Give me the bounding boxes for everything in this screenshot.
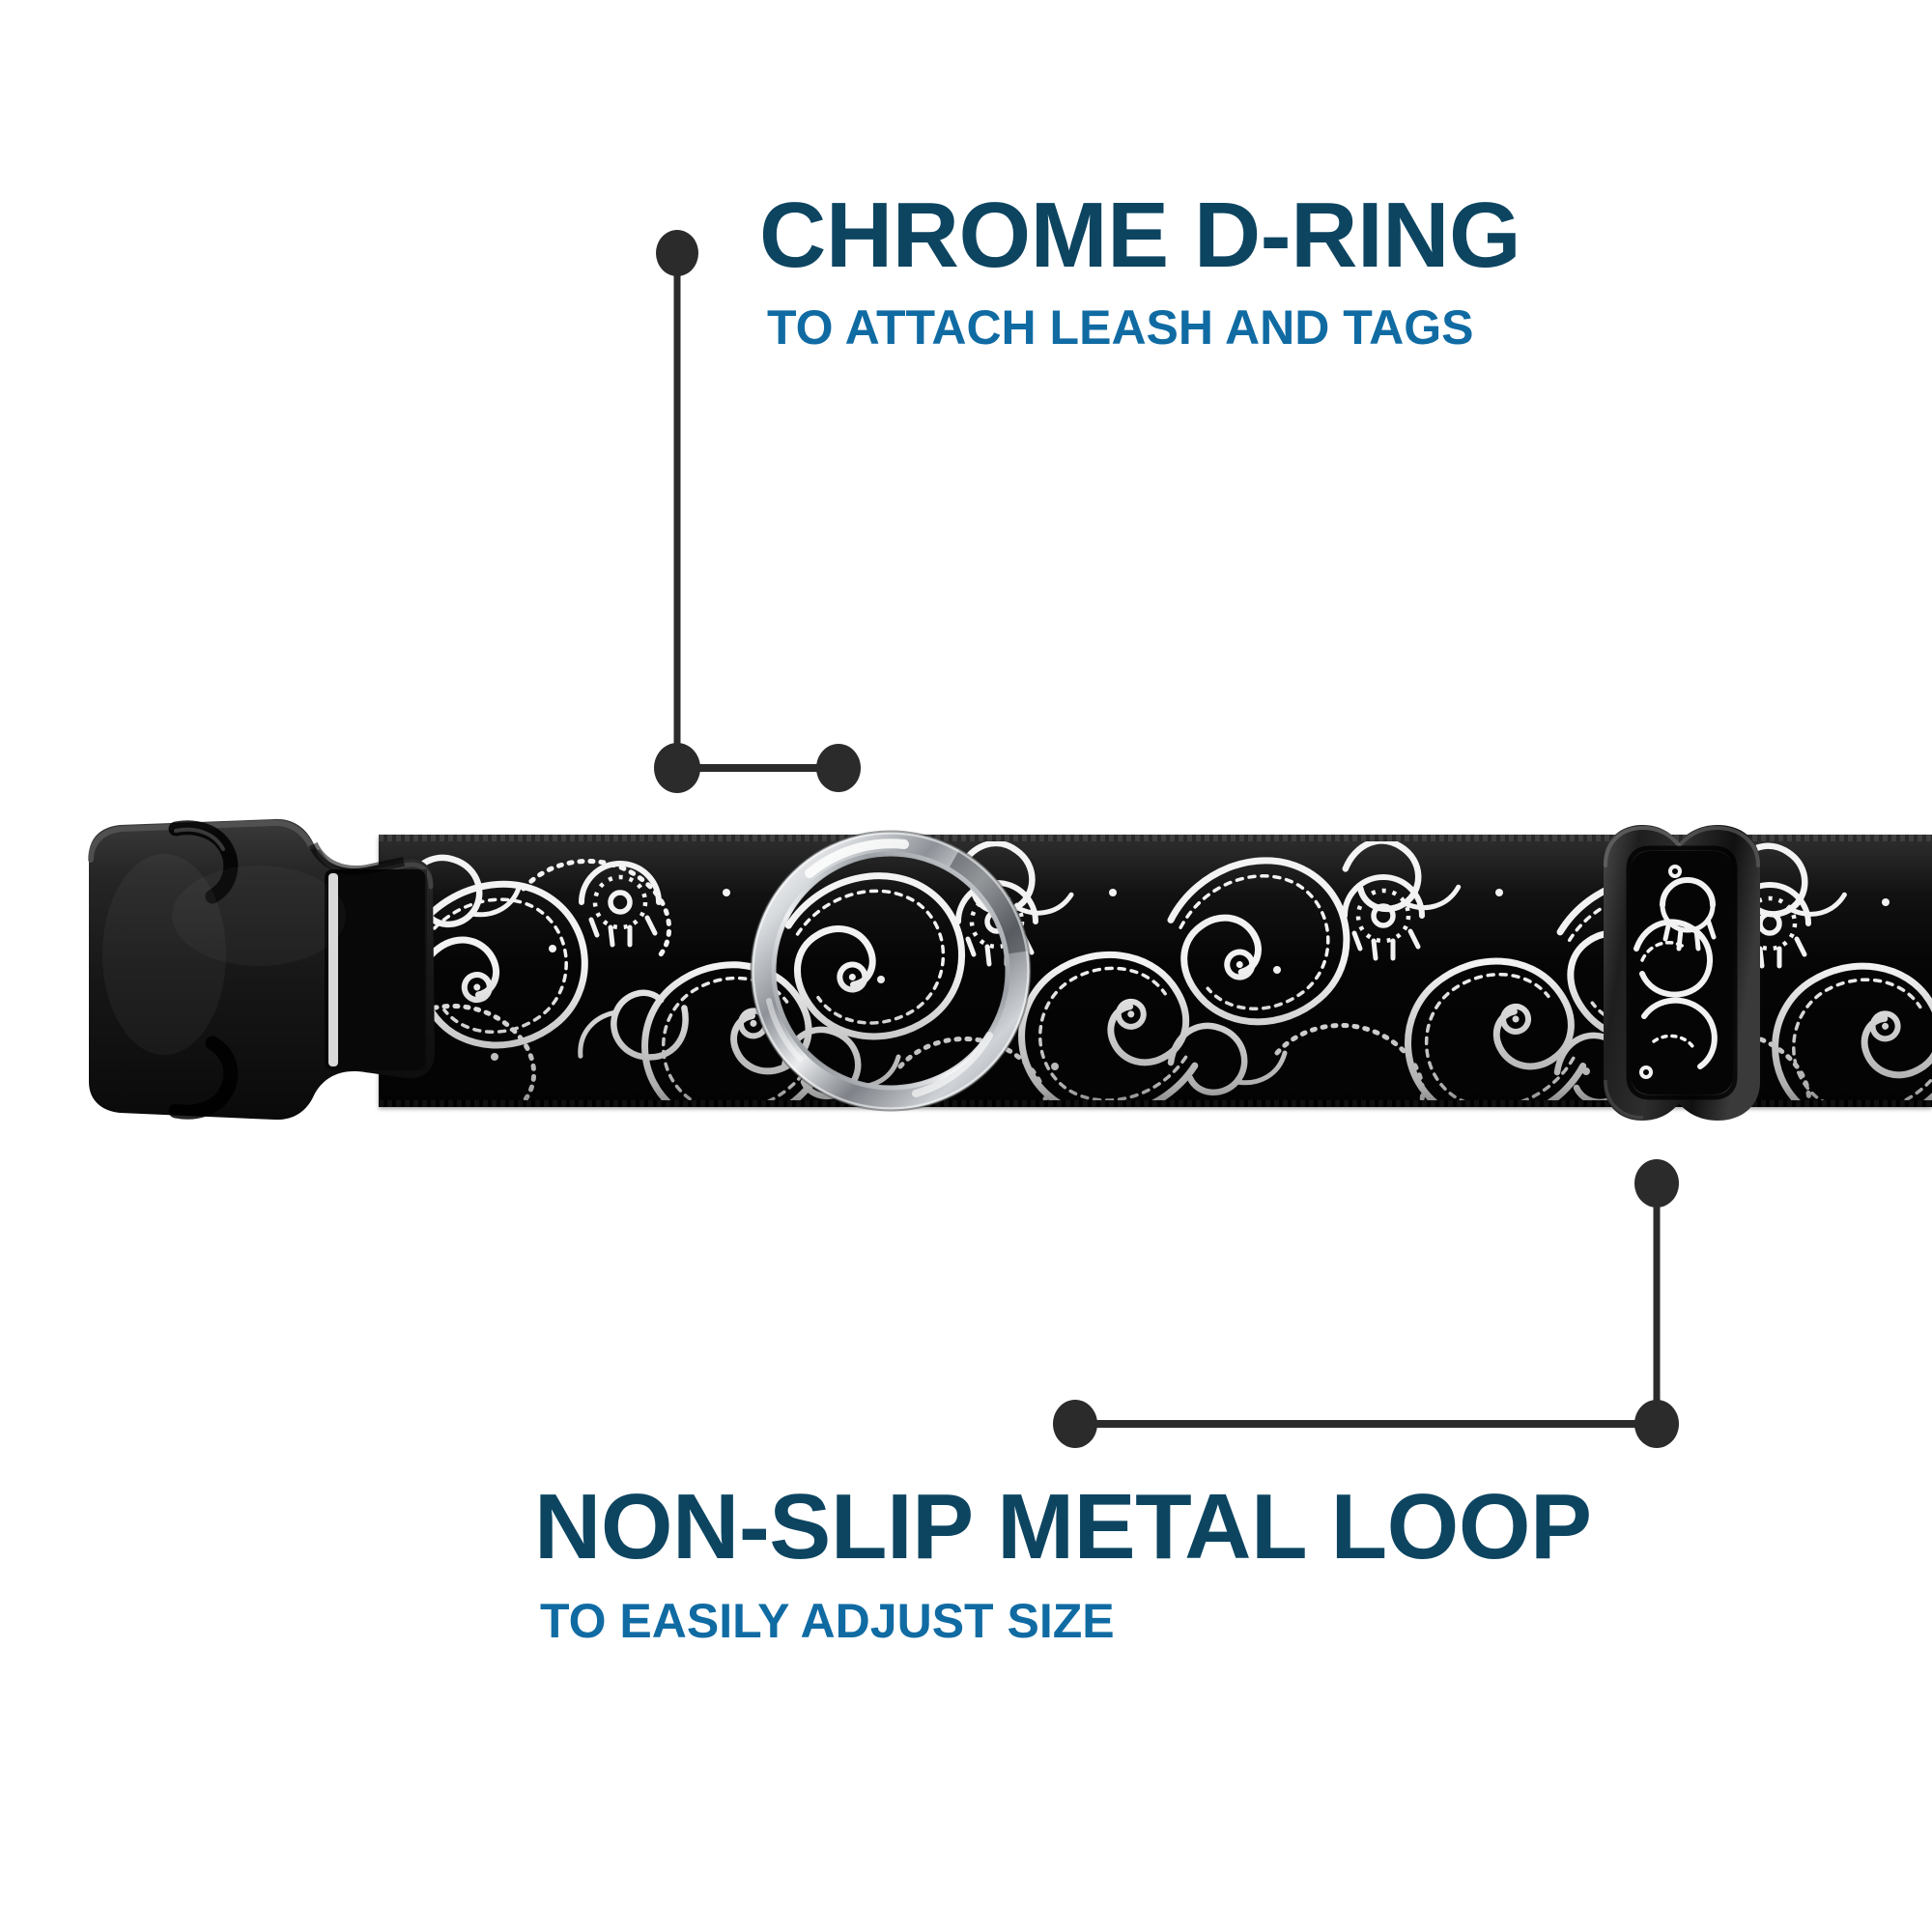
leader-non-slip-metal-loop (1053, 1159, 1679, 1448)
callout-chrome-d-ring: CHROME D-RING TO ATTACH LEASH AND TAGS (759, 184, 1521, 355)
callout-title-non-slip-metal-loop: NON-SLIP METAL LOOP (534, 1475, 1592, 1578)
side-release-buckle (88, 818, 435, 1121)
metal-slider-loop (1604, 825, 1760, 1121)
callout-subtitle-chrome-d-ring: TO ATTACH LEASH AND TAGS (767, 300, 1474, 355)
callout-title-chrome-d-ring: CHROME D-RING (759, 184, 1521, 287)
product-photo (0, 753, 1932, 1159)
chrome-d-ring (750, 830, 1032, 1112)
callout-non-slip-metal-loop: NON-SLIP METAL LOOP TO EASILY ADJUST SIZ… (534, 1475, 1592, 1648)
callout-subtitle-non-slip-metal-loop: TO EASILY ADJUST SIZE (540, 1594, 1115, 1648)
